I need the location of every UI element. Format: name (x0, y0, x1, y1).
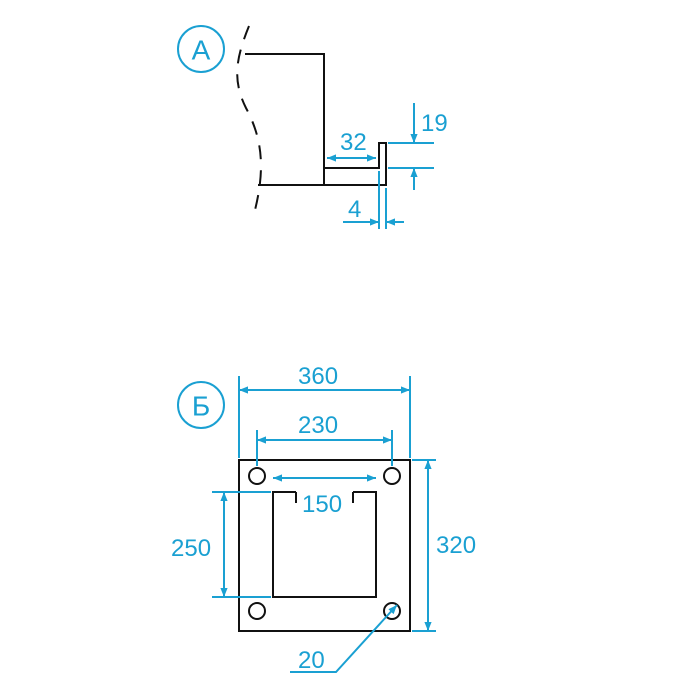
dim-20-label: 20 (298, 647, 325, 674)
dim-150-label: 150 (302, 491, 342, 518)
hole-top-left (248, 467, 266, 485)
hole-bottom-left (248, 602, 266, 620)
dim-4-label: 4 (348, 196, 361, 223)
view-a-label: А (192, 35, 211, 66)
view-a-break-line (236, 25, 262, 215)
dim-32-label: 32 (340, 129, 367, 156)
view-a-marker (177, 25, 225, 73)
view-a: А 32 19 4 (177, 25, 448, 229)
view-b-label: Б (192, 391, 210, 422)
dim-20-leader (290, 604, 398, 673)
dim-230-label: 230 (298, 412, 338, 439)
view-b: Б 360 230 150 250 320 (171, 363, 476, 674)
plate-opening (272, 491, 377, 598)
hole-top-right (383, 467, 401, 485)
dim-250-label: 250 (171, 535, 211, 562)
view-b-marker (177, 381, 225, 429)
base-plate (238, 459, 411, 632)
hole-bottom-right (383, 602, 401, 620)
dim-320-label: 320 (436, 532, 476, 559)
dim-19-label: 19 (421, 110, 448, 137)
dim-360-label: 360 (298, 363, 338, 390)
view-a-profile (245, 53, 387, 186)
